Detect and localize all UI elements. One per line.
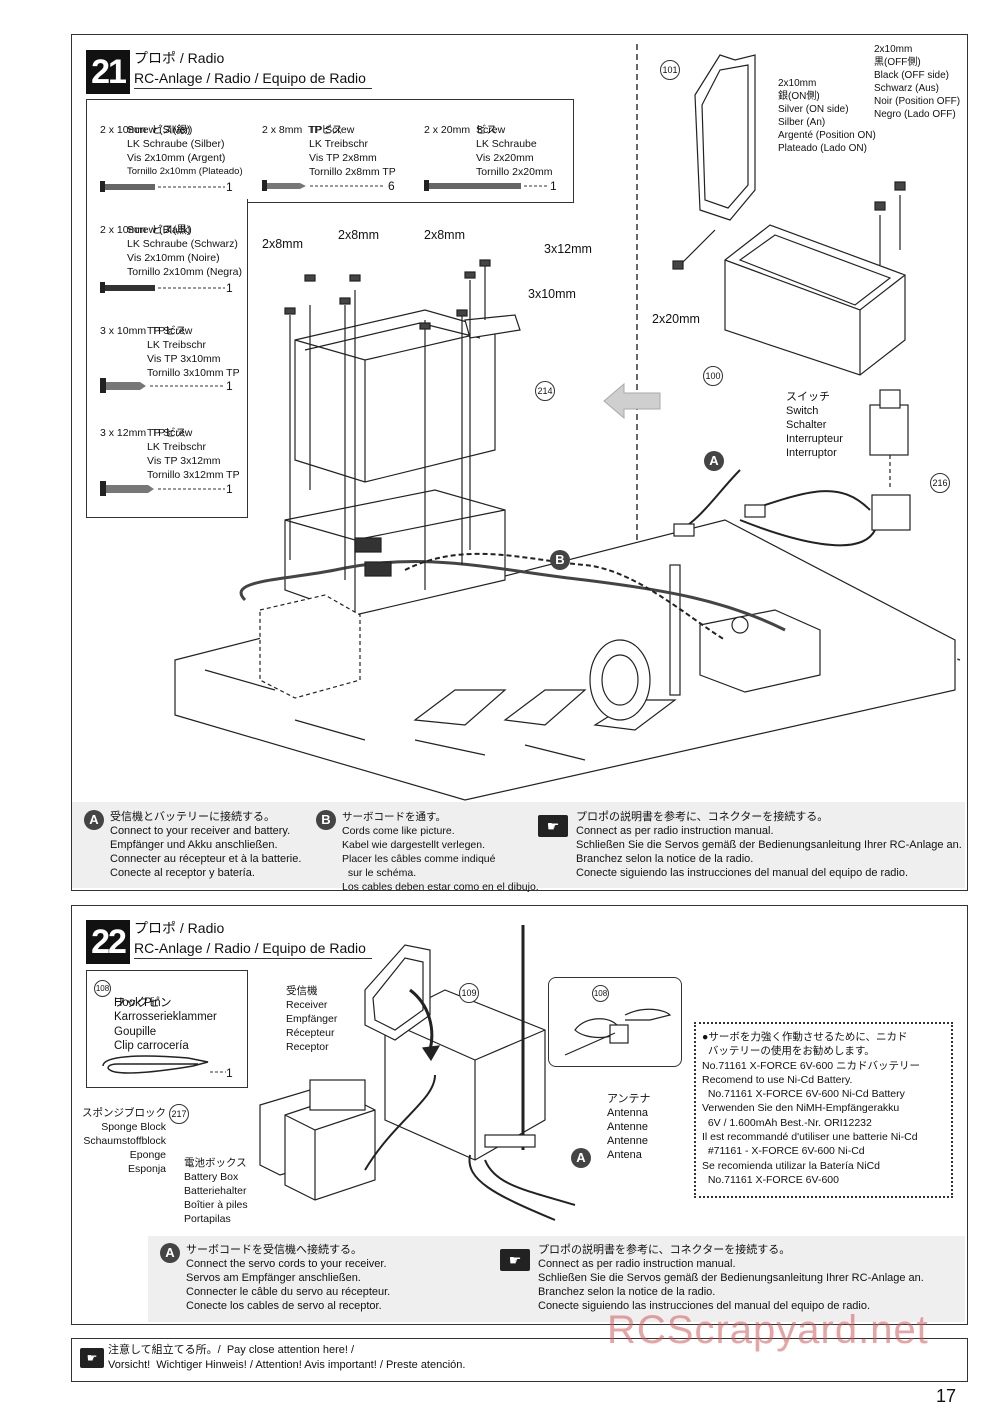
part-hook-pin-name: フックピン Hook Pin Karrosserieklammer Goupil… (114, 996, 217, 1053)
note-b-badge: B (316, 810, 336, 830)
label-receiver: 受信機 Receiver Empfänger Récepteur Recepto… (286, 985, 338, 1053)
part-screw-2x10-black: 2 x 10mm ビス(黒) Screw (Black) LK Schraube… (100, 224, 242, 278)
screw-2x10-black-icon (100, 282, 225, 293)
part-tp-screw-3x12: 3 x 12mm TPビス TP Screw LK Treibschr Vis … (100, 427, 240, 481)
qty-2x20: 1 (550, 179, 557, 193)
hook-pin-icon (102, 1055, 226, 1074)
qty-3x10-tp: 1 (226, 379, 233, 393)
part-number-100: 100 (703, 366, 723, 386)
screw-2x10-silver-icon (100, 181, 225, 192)
part-number-214: 214 (535, 381, 555, 401)
step-21-notes (72, 802, 965, 888)
label-2x8mm-right: 2x8mm (424, 228, 465, 242)
step-21-number: 21 (86, 50, 130, 94)
label-2x8mm-mid: 2x8mm (338, 228, 379, 242)
part-screw-2x10-silver: 2 x 10mm ビス(銀) Screw (Silver) LK Schraub… (100, 124, 243, 177)
pointing-hand-icon: ☛ (538, 815, 568, 837)
tp-screw-3x12-icon (100, 481, 225, 496)
callout-b-badge: B (550, 550, 570, 570)
part-number-216: 216 (930, 473, 950, 493)
part-screw-2x20: 2 x 20mm ビス Screw LK Schraube Vis 2x20mm… (424, 124, 553, 178)
parts-list-step21-lower (86, 199, 248, 518)
qty-2x10-silver: 1 (226, 180, 233, 194)
label-antenna: アンテナ Antenna Antenne Antenne Antena (607, 1093, 651, 1161)
qty-2x8-tp: 6 (388, 179, 395, 193)
chassis-radio-install-drawing (174, 259, 956, 801)
step-21-title: RC-Anlage / Radio / Equipo de Radio (134, 68, 372, 89)
label-2x10mm-silver-on: 2x10mm 銀(ON側) Silver (ON side) Silber (A… (778, 78, 876, 154)
parts-list-step22 (86, 970, 248, 1088)
qty-2x10-black: 1 (226, 281, 233, 295)
note-a-text-step22: サーボコードを受信機へ接続する。 Connect the servo cords… (186, 1244, 391, 1312)
step-21-title-jp: プロポ / Radio (134, 50, 225, 66)
hook-pin-detail-drawing (564, 1008, 672, 1056)
attention-hand-icon: ☛ (80, 1348, 104, 1368)
label-2x8mm-left: 2x8mm (262, 237, 303, 251)
recommendation-text: ●サーボを力強く作動させるために、ニカド バッテリーの使用をお勧めします。 No… (702, 1031, 921, 1186)
receiver-box-inset-drawing (672, 54, 911, 547)
part-tp-screw-2x8: 2 x 8mm TPビス TP Screw LK Treibschr Vis T… (262, 124, 396, 178)
note-a-badge: A (84, 810, 104, 830)
part-number-108-detail: 108 (592, 985, 609, 1002)
step-22-title-jp: プロポ / Radio (134, 920, 225, 936)
step-22-notes (148, 1236, 965, 1322)
label-3x10mm: 3x10mm (528, 287, 576, 301)
tp-screw-3x10-icon (100, 378, 225, 393)
screw-2x20-icon (424, 180, 548, 191)
attention-legend-box (71, 1338, 968, 1382)
attention-line-1: 注意して組立てる所。/ Pay close attention here! / (108, 1344, 355, 1356)
label-3x12mm: 3x12mm (544, 242, 592, 256)
nicd-battery-recommendation (694, 1022, 953, 1198)
part-number-108-list: 108 (94, 980, 111, 997)
callout-a-badge-step21: A (704, 451, 724, 471)
callout-a-badge-step22: A (571, 1148, 591, 1168)
step-22-number: 22 (86, 920, 130, 964)
label-2x10mm-black-off: 2x10mm 黒(OFF側) Black (OFF side) Schwarz … (874, 44, 961, 120)
note-b-text: サーボコードを通す。 Cords come like picture. Kabe… (342, 811, 539, 893)
part-number-101: 101 (660, 60, 680, 80)
tp-screw-2x8-icon (262, 180, 384, 191)
part-number-217: 217 (169, 1104, 189, 1124)
pointing-hand-icon-step22: ☛ (500, 1249, 530, 1271)
part-tp-screw-3x10: 3 x 10mm TPビス TP Screw LK Treibschr Vis … (100, 325, 240, 379)
note-a-badge-step22: A (160, 1243, 180, 1263)
qty-hook-pin: 1 (226, 1066, 233, 1080)
hook-pin-detail-inset (548, 977, 682, 1067)
label-2x20mm: 2x20mm (652, 312, 700, 326)
receiver-battery-box-drawing (259, 925, 576, 1221)
label-sponge-block: スポンジブロック Sponge Block Schaumstoffblock E… (82, 1107, 166, 1175)
attention-line-2: Vorsicht! Wichtiger Hinweis! / Attention… (108, 1359, 466, 1371)
label-battery-box: 電池ボックス Battery Box Batteriehalter Boîtie… (184, 1157, 248, 1225)
qty-3x12-tp: 1 (226, 482, 233, 496)
watermark-logo: RCScrapyard.net (607, 1308, 929, 1352)
part-number-109: 109 (459, 983, 479, 1003)
step-22-title: RC-Anlage / Radio / Equipo de Radio (134, 938, 372, 959)
page-number: 17 (936, 1386, 957, 1406)
note-a-text: 受信機とバッテリーに接続する。 Connect to your receiver… (110, 811, 302, 879)
note-hand-text-step22: プロポの説明書を参考に、コネクターを接続する。 Connect as per r… (538, 1244, 924, 1312)
note-hand-text: プロポの説明書を参考に、コネクターを接続する。 Connect as per r… (576, 811, 962, 879)
label-switch: スイッチ Switch Schalter Interrupteur Interr… (786, 391, 843, 459)
